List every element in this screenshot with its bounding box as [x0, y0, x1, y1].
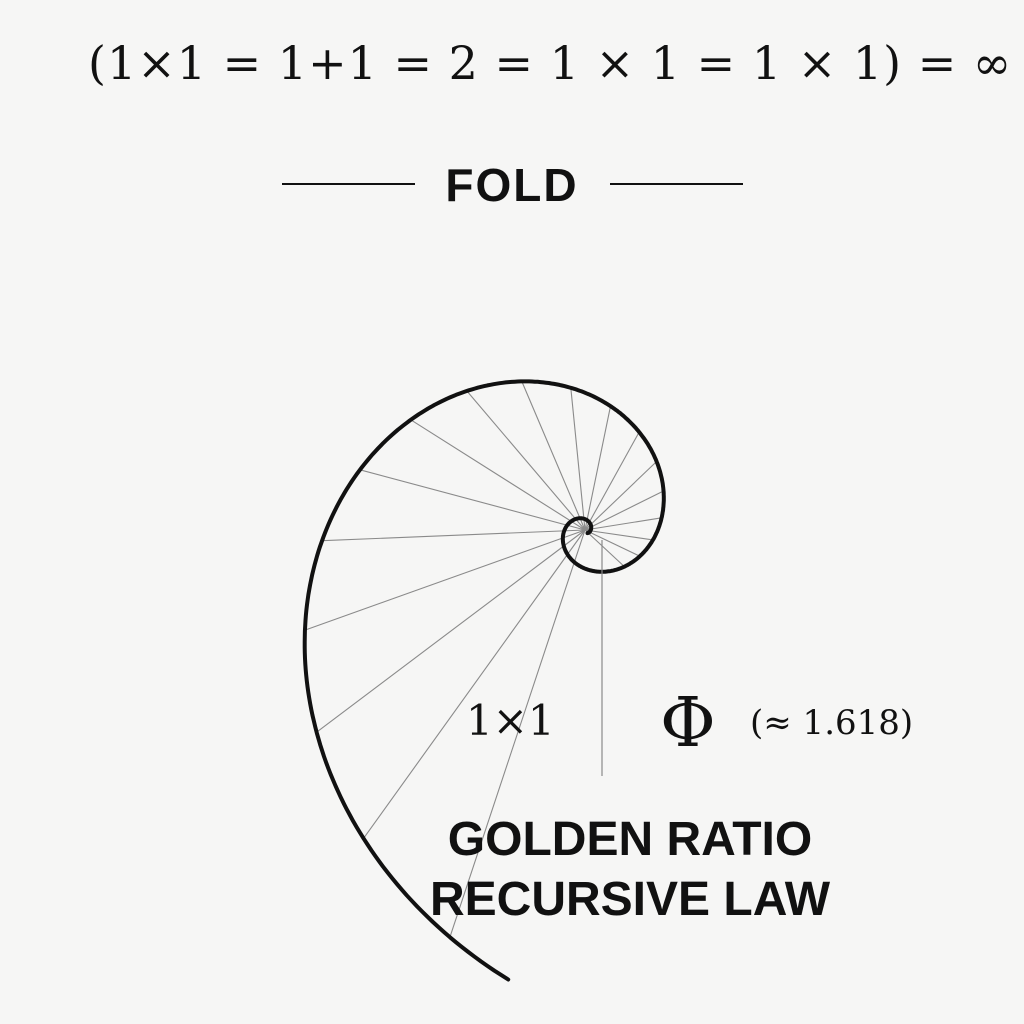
spiral-ray: [584, 431, 640, 531]
spiral-ray: [570, 387, 586, 531]
spiral-rays: [304, 381, 664, 938]
spiral-ray: [584, 529, 641, 557]
golden-spiral-curve: [302, 379, 666, 982]
spiral-ray: [304, 529, 586, 631]
fold-title: FOLD: [445, 159, 579, 211]
phi-symbol: Φ: [660, 684, 716, 763]
spiral-ray: [584, 529, 625, 568]
spiral-ray: [584, 490, 664, 531]
unit-square-label: 1×1: [466, 696, 555, 745]
spiral-ray: [584, 529, 654, 541]
recursive-equation: (1×1 = 1+1 = 2 = 1 × 1 = 1 × 1) = ∞: [88, 36, 1013, 90]
spiral-ray: [363, 529, 586, 839]
spiral-ray: [521, 381, 586, 531]
spiral-ray: [449, 529, 586, 938]
spiral-ray: [316, 529, 586, 733]
spiral-ray: [584, 517, 662, 531]
fold-rule-left: [282, 183, 415, 185]
phi-approximation: (≈ 1.618): [750, 703, 914, 743]
spiral-ray: [584, 405, 612, 531]
spiral-ray: [359, 469, 586, 531]
spiral-ray: [410, 419, 586, 531]
caption-recursive-law: RECURSIVE LAW: [429, 873, 831, 926]
caption-golden-ratio: GOLDEN RATIO: [447, 813, 813, 866]
spiral-ray: [584, 461, 657, 531]
spiral-ray: [466, 390, 586, 531]
spiral-ray: [321, 529, 586, 542]
fold-rule-right: [610, 183, 743, 185]
